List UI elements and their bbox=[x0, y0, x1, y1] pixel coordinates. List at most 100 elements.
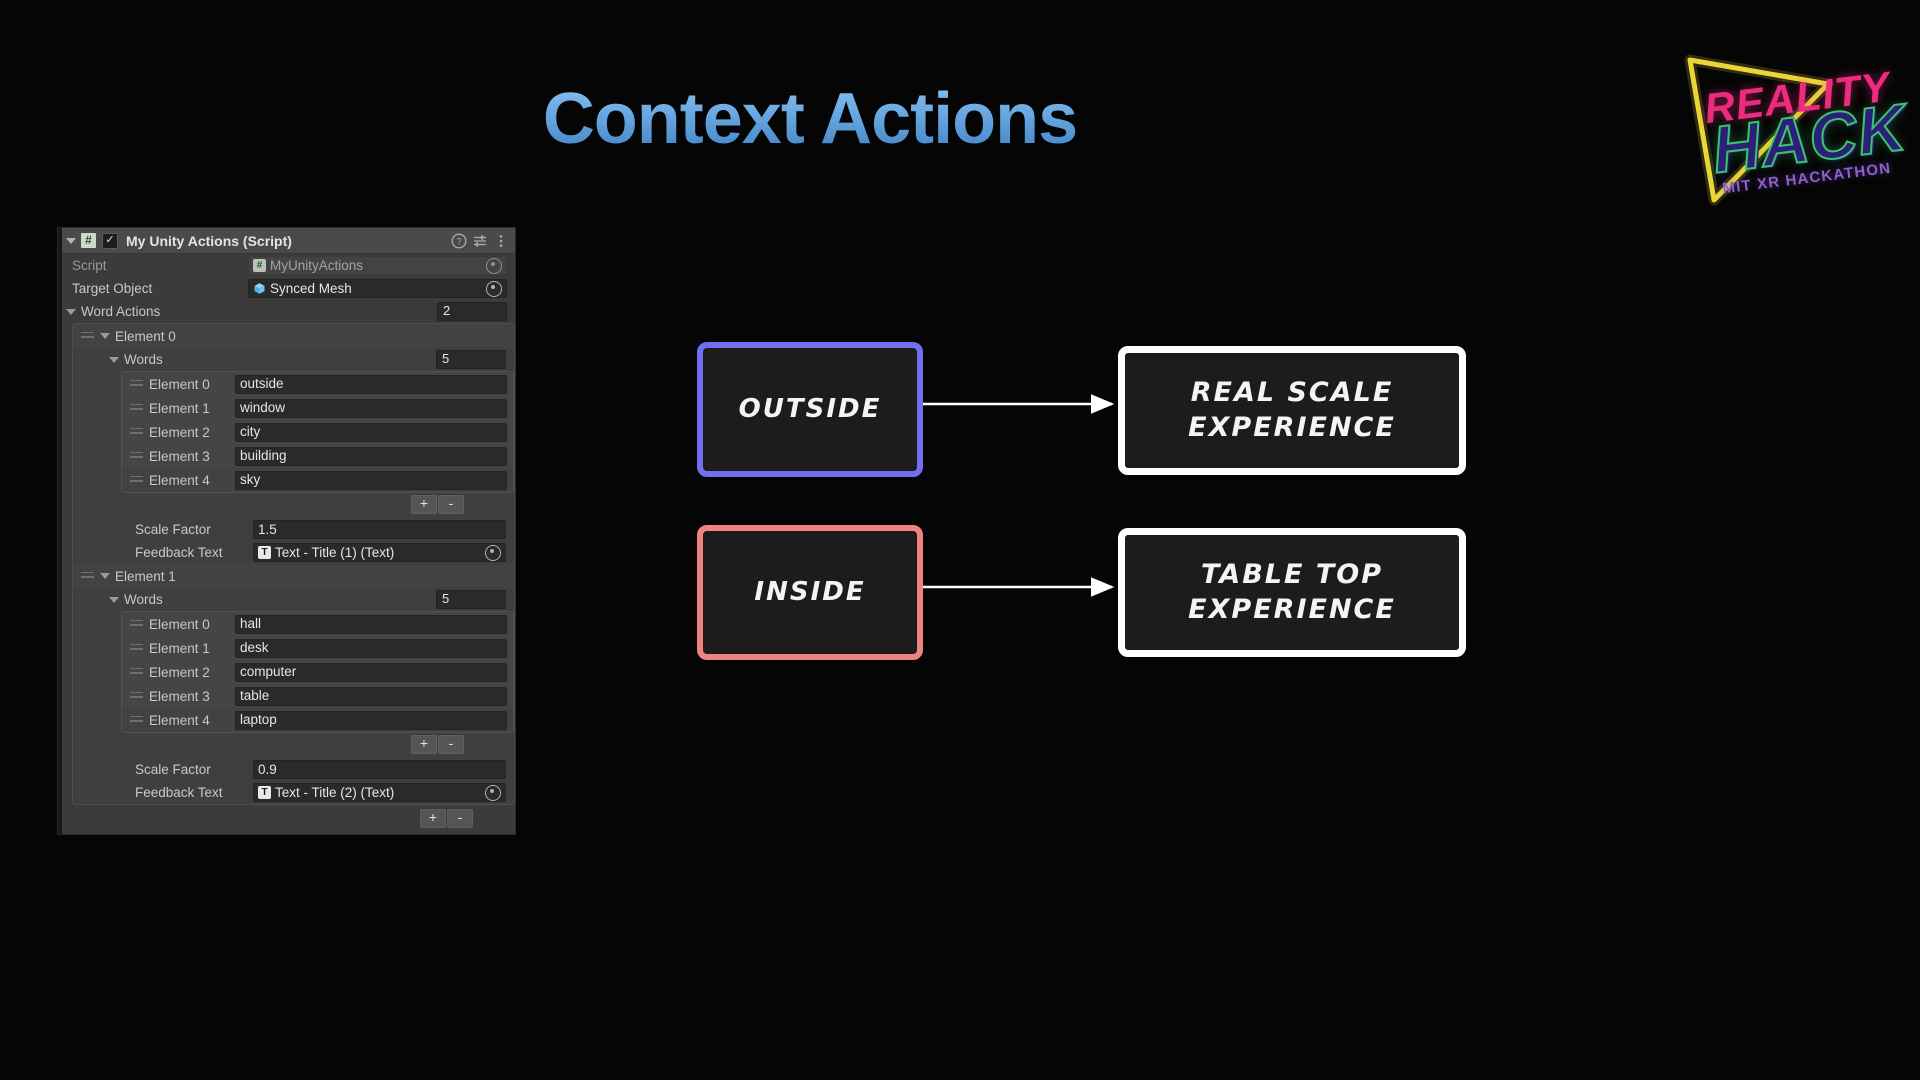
words-array-row: Words 5 bbox=[73, 588, 514, 611]
list-item: Element 1 desk bbox=[122, 636, 513, 660]
list-item: Element 1 window bbox=[122, 396, 513, 420]
drag-handle-icon[interactable] bbox=[130, 691, 143, 701]
add-word-action-button[interactable]: + bbox=[420, 809, 446, 828]
preset-icon[interactable] bbox=[472, 233, 488, 249]
remove-word-button[interactable]: - bbox=[438, 735, 464, 754]
word-index-label: Element 4 bbox=[149, 472, 210, 488]
word-index-label: Element 0 bbox=[149, 616, 210, 632]
add-word-button[interactable]: + bbox=[411, 735, 437, 754]
element-foldout-icon[interactable] bbox=[100, 573, 110, 579]
remove-word-button[interactable]: - bbox=[438, 495, 464, 514]
scale-factor-input[interactable]: 1.5 bbox=[253, 520, 506, 539]
unity-inspector-panel: # ✓ My Unity Actions (Script) ? bbox=[58, 228, 515, 834]
word-text-input[interactable]: window bbox=[235, 398, 507, 418]
list-item: Element 4 sky bbox=[122, 468, 513, 492]
drag-handle-icon[interactable] bbox=[81, 331, 94, 341]
help-icon[interactable]: ? bbox=[451, 232, 467, 249]
drag-handle-icon[interactable] bbox=[130, 403, 143, 413]
text-component-icon: T bbox=[258, 786, 271, 799]
panel-left-edge bbox=[58, 228, 62, 834]
drag-handle-icon[interactable] bbox=[130, 643, 143, 653]
feedback-text-row: Feedback Text T Text - Title (1) (Text) bbox=[73, 541, 514, 564]
scale-factor-row: Scale Factor 0.9 bbox=[73, 758, 514, 781]
script-label: Script bbox=[72, 258, 107, 273]
feedback-text-value: Text - Title (1) (Text) bbox=[275, 544, 395, 560]
target-object-field[interactable]: Synced Mesh bbox=[248, 279, 507, 298]
drag-handle-icon[interactable] bbox=[81, 571, 94, 581]
word-text-input[interactable]: hall bbox=[235, 614, 507, 634]
feedback-text-picker-icon[interactable] bbox=[485, 544, 501, 561]
element-label: Element 1 bbox=[115, 568, 176, 584]
element-label: Element 0 bbox=[115, 328, 176, 344]
scale-factor-label: Scale Factor bbox=[135, 522, 211, 537]
prefab-cube-icon bbox=[254, 283, 265, 294]
feedback-text-row: Feedback Text T Text - Title (2) (Text) bbox=[73, 781, 514, 804]
word-index-label: Element 3 bbox=[149, 448, 210, 464]
feedback-text-value: Text - Title (2) (Text) bbox=[275, 784, 395, 800]
text-component-icon: T bbox=[258, 546, 271, 559]
word-actions-foldout-icon[interactable] bbox=[66, 308, 76, 315]
add-word-button[interactable]: + bbox=[411, 495, 437, 514]
drag-handle-icon[interactable] bbox=[130, 667, 143, 677]
word-actions-controls: + - bbox=[62, 805, 515, 834]
words-label: Words bbox=[124, 592, 163, 607]
node-real-scale-label: REAL SCALE EXPERIENCE bbox=[1188, 376, 1396, 443]
feedback-text-field[interactable]: T Text - Title (2) (Text) bbox=[253, 783, 506, 802]
word-text-input[interactable]: city bbox=[235, 422, 507, 442]
words-array-controls-1: + - bbox=[73, 733, 514, 758]
word-actions-size-field[interactable]: 2 bbox=[437, 302, 507, 321]
node-real-scale-experience: REAL SCALE EXPERIENCE bbox=[1118, 346, 1466, 475]
target-object-row: Target Object Synced Mesh bbox=[62, 277, 515, 300]
words-foldout-icon[interactable] bbox=[109, 356, 119, 363]
words-foldout-icon[interactable] bbox=[109, 596, 119, 603]
word-actions-label: Word Actions bbox=[81, 304, 161, 319]
reality-hack-logo: REALITY HACK MIT XR HACKATHON bbox=[1668, 22, 1911, 208]
list-item: Element 3 building bbox=[122, 444, 513, 468]
words-array-controls-0: + - bbox=[73, 493, 514, 518]
word-index-label: Element 1 bbox=[149, 640, 210, 656]
remove-word-action-button[interactable]: - bbox=[447, 809, 473, 828]
script-field[interactable]: # MyUnityActions bbox=[248, 256, 507, 275]
word-text-input[interactable]: sky bbox=[235, 470, 507, 490]
list-item: Element 0 outside bbox=[122, 372, 513, 396]
component-foldout-icon[interactable] bbox=[66, 237, 76, 244]
element-foldout-icon[interactable] bbox=[100, 333, 110, 339]
list-item: Element 3 table bbox=[122, 684, 513, 708]
scale-factor-row: Scale Factor 1.5 bbox=[73, 518, 514, 541]
list-item: Element 0 hall bbox=[122, 612, 513, 636]
svg-text:?: ? bbox=[456, 236, 461, 246]
word-text-input[interactable]: computer bbox=[235, 662, 507, 682]
words-size-field[interactable]: 5 bbox=[436, 590, 506, 609]
word-text-input[interactable]: desk bbox=[235, 638, 507, 658]
drag-handle-icon[interactable] bbox=[130, 619, 143, 629]
node-inside: INSIDE bbox=[697, 525, 923, 660]
scale-factor-input[interactable]: 0.9 bbox=[253, 760, 506, 779]
word-text-input[interactable]: table bbox=[235, 686, 507, 706]
component-enabled-checkbox[interactable]: ✓ bbox=[102, 232, 118, 249]
word-text-input[interactable]: building bbox=[235, 446, 507, 466]
drag-handle-icon[interactable] bbox=[130, 379, 143, 389]
feedback-text-label: Feedback Text bbox=[135, 785, 223, 800]
word-actions-element-0-header[interactable]: Element 0 bbox=[73, 324, 514, 348]
drag-handle-icon[interactable] bbox=[130, 427, 143, 437]
target-object-picker-icon[interactable] bbox=[486, 280, 502, 297]
feedback-text-field[interactable]: T Text - Title (1) (Text) bbox=[253, 543, 506, 562]
script-icon: # bbox=[81, 233, 96, 248]
component-header[interactable]: # ✓ My Unity Actions (Script) ? bbox=[62, 228, 515, 254]
feedback-text-picker-icon[interactable] bbox=[485, 784, 501, 801]
script-asset-icon: # bbox=[253, 259, 266, 272]
words-array-row: Words 5 bbox=[73, 348, 514, 371]
drag-handle-icon[interactable] bbox=[130, 475, 143, 485]
neon-triangle-icon bbox=[1684, 54, 1834, 206]
more-menu-icon[interactable] bbox=[493, 233, 509, 249]
word-text-input[interactable]: outside bbox=[235, 374, 507, 394]
word-actions-element-1-header[interactable]: Element 1 bbox=[73, 564, 514, 588]
word-text-input[interactable]: laptop bbox=[235, 710, 507, 730]
page-title: Context Actions bbox=[0, 78, 1620, 160]
words-array-0: Element 0 outside Element 1 window Eleme… bbox=[121, 371, 514, 493]
script-picker-icon[interactable] bbox=[486, 257, 502, 274]
words-size-field[interactable]: 5 bbox=[436, 350, 506, 369]
drag-handle-icon[interactable] bbox=[130, 715, 143, 725]
drag-handle-icon[interactable] bbox=[130, 451, 143, 461]
